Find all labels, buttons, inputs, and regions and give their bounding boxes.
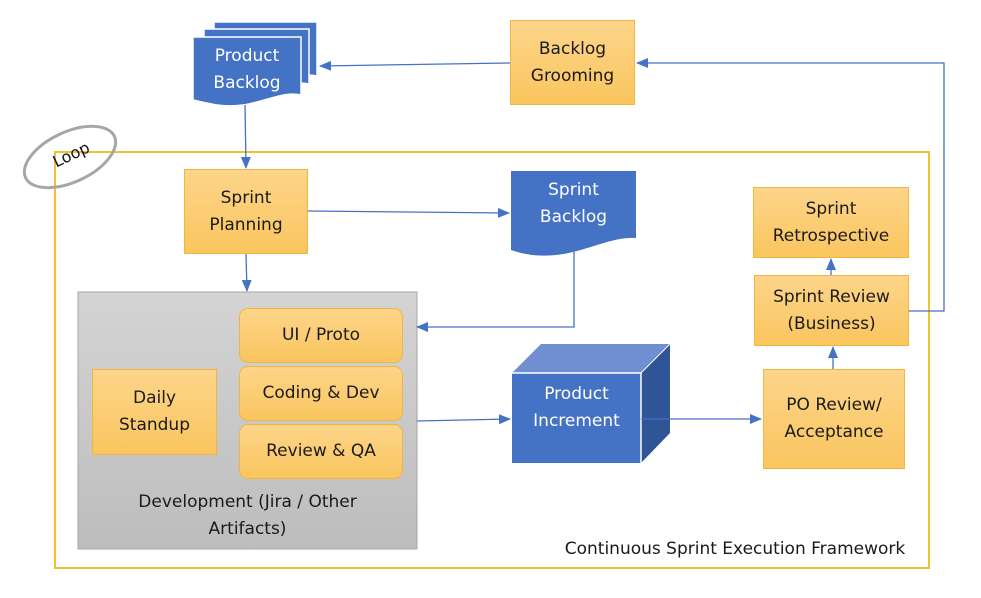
- development-line1: Development (Jira / Other: [138, 492, 357, 512]
- po-review-box[interactable]: PO Review/ Acceptance: [763, 369, 905, 469]
- product-backlog-line2: Backlog: [213, 73, 281, 93]
- product-backlog-label: Product Backlog: [193, 42, 301, 98]
- sprint-review-box[interactable]: Sprint Review (Business): [754, 275, 909, 346]
- review-qa-box[interactable]: Review & QA: [239, 424, 403, 479]
- sprint-retrospective-box[interactable]: Sprint Retrospective: [753, 187, 909, 258]
- review-qa-label: Review & QA: [266, 441, 376, 461]
- framework-title: Continuous Sprint Execution Framework: [564, 539, 906, 559]
- sprint-backlog-line2: Backlog: [539, 207, 608, 227]
- sprint-backlog-line1: Sprint: [548, 180, 599, 200]
- ui-proto-box[interactable]: UI / Proto: [239, 308, 403, 363]
- daily-standup-line2: Standup: [118, 415, 190, 435]
- sprint-planning-box[interactable]: Sprint Planning: [184, 169, 308, 254]
- backlog-grooming-line1: Backlog: [538, 38, 607, 59]
- po-review-line2: Acceptance: [784, 422, 884, 442]
- sprint-planning-line1: Sprint: [220, 187, 272, 208]
- po-review-line1: PO Review/: [786, 395, 882, 415]
- sprint-loop-frame: [54, 151, 930, 569]
- sprint-retrospective-line1: Sprint: [805, 198, 857, 219]
- product-backlog-line1: Product: [214, 46, 280, 66]
- sprint-retrospective-line2: Retrospective: [772, 225, 890, 246]
- coding-dev-label: Coding & Dev: [262, 383, 380, 403]
- daily-standup-box[interactable]: Daily Standup: [92, 369, 217, 455]
- development-label: Development (Jira / Other Artifacts): [78, 489, 417, 543]
- sprint-planning-line2: Planning: [209, 214, 283, 235]
- product-increment-line2: Increment: [533, 411, 620, 431]
- product-increment-shape[interactable]: [512, 343, 671, 463]
- coding-dev-box[interactable]: Coding & Dev: [239, 366, 403, 421]
- product-increment-label: Product Increment: [512, 380, 641, 436]
- sprint-backlog-label: Sprint Backlog: [511, 176, 636, 232]
- development-line2: Artifacts): [208, 519, 287, 539]
- product-increment-line1: Product: [544, 384, 609, 404]
- sprint-review-line1: Sprint Review: [773, 286, 890, 307]
- loop-ellipse: [22, 124, 118, 190]
- daily-standup-line1: Daily: [132, 388, 176, 408]
- backlog-grooming-box[interactable]: Backlog Grooming: [510, 20, 635, 105]
- sprint-backlog-shape[interactable]: [511, 171, 636, 256]
- sprint-review-line2: (Business): [787, 313, 876, 334]
- product-backlog-shape[interactable]: [192, 21, 318, 107]
- ui-proto-label: UI / Proto: [281, 325, 361, 345]
- backlog-grooming-line2: Grooming: [530, 65, 615, 86]
